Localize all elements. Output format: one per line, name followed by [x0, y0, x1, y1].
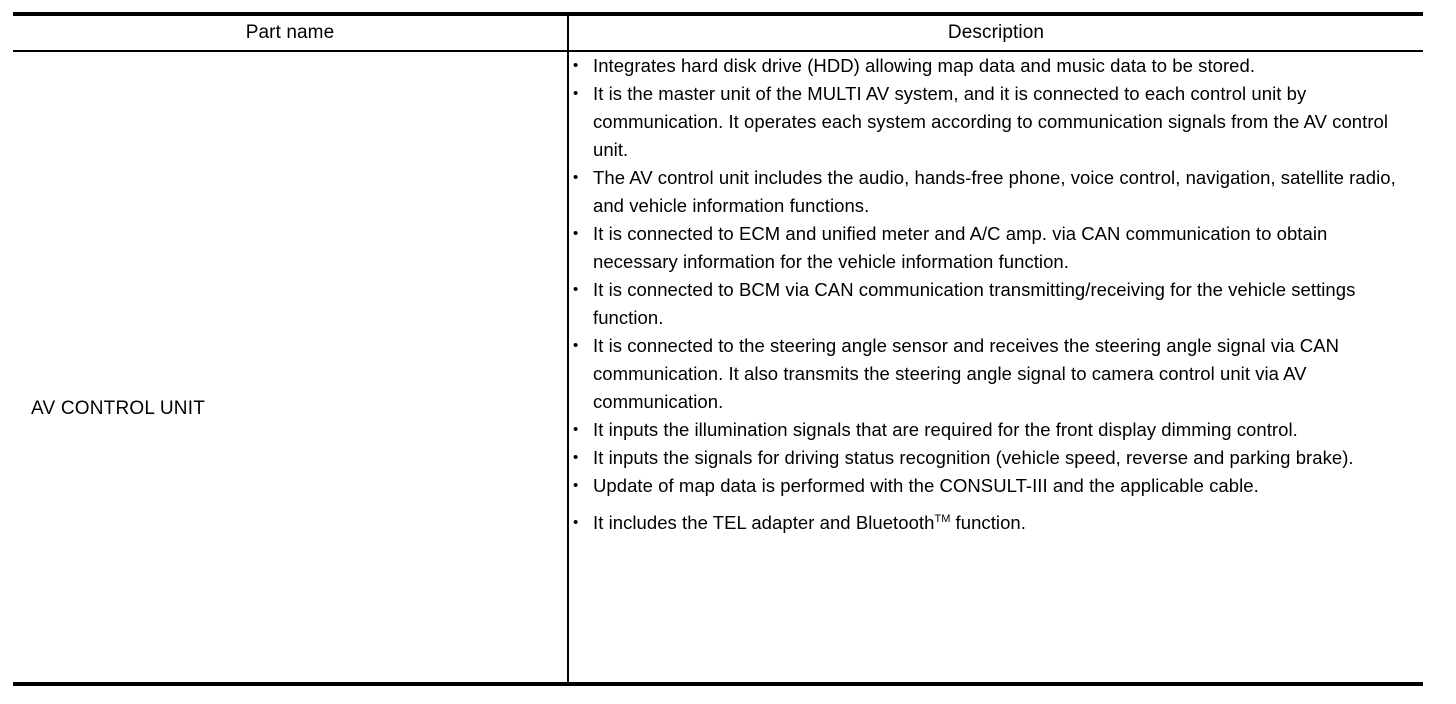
- cell-description: Integrates hard disk drive (HDD) allowin…: [567, 51, 1423, 686]
- table-header: Part name Description: [13, 12, 1423, 52]
- list-item: It inputs the illumination signals that …: [569, 416, 1408, 444]
- cell-part-name: AV CONTROL UNIT: [13, 51, 568, 686]
- column-header-description: Description: [567, 12, 1423, 52]
- column-header-part-name: Part name: [13, 12, 568, 52]
- list-item: It is connected to BCM via CAN communica…: [569, 276, 1408, 332]
- part-name-container: AV CONTROL UNIT: [13, 52, 567, 682]
- table-row: AV CONTROL UNIT Integrates hard disk dri…: [13, 51, 1423, 686]
- list-item: The AV control unit includes the audio, …: [569, 164, 1408, 220]
- list-item: It is the master unit of the MULTI AV sy…: [569, 80, 1408, 164]
- trademark-superscript: TM: [934, 512, 951, 525]
- part-name-value: AV CONTROL UNIT: [31, 398, 206, 419]
- list-item-suffix: function.: [950, 512, 1026, 533]
- list-item-prefix: It includes the TEL adapter and Bluetoot…: [593, 512, 935, 533]
- description-bullet-list: Integrates hard disk drive (HDD) allowin…: [569, 52, 1423, 537]
- list-item: It inputs the signals for driving status…: [569, 444, 1408, 472]
- table-body: AV CONTROL UNIT Integrates hard disk dri…: [13, 51, 1423, 686]
- table-header-row: Part name Description: [13, 12, 1423, 52]
- list-item: It is connected to the steering angle se…: [569, 332, 1408, 416]
- list-item: Integrates hard disk drive (HDD) allowin…: [569, 52, 1408, 80]
- part-description-table: Part name Description AV CONTROL UNIT In…: [13, 12, 1423, 686]
- list-item-trademark: It includes the TEL adapter and Bluetoot…: [569, 509, 1408, 537]
- list-item: Update of map data is performed with the…: [569, 472, 1408, 500]
- list-item: It is connected to ECM and unified meter…: [569, 220, 1408, 276]
